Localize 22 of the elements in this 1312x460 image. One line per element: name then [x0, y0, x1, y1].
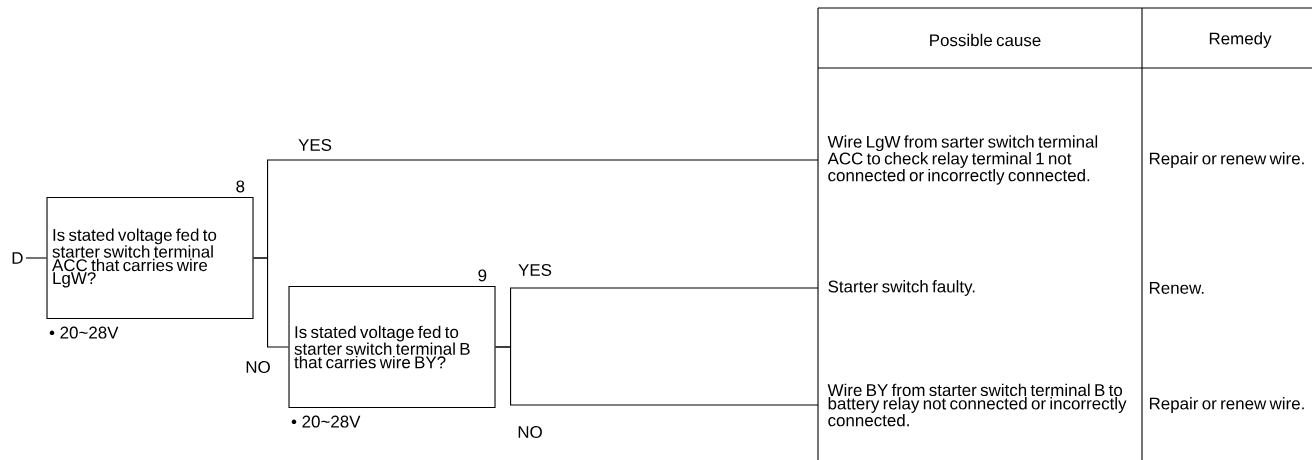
question-box: Is stated voltage fed to starter switch terminal ACC that carries wire LgW?	[46, 196, 254, 320]
voltage-note: • 20~28V	[49, 326, 119, 339]
edge-label: NO	[516, 425, 544, 439]
cause-cell: Wire LgW from sarter switch terminal ACC to check relay terminal 1 not connected or incorrectly connected.	[827, 135, 1098, 185]
connector-line	[495, 346, 819, 406]
step-number: 8	[236, 180, 245, 193]
column-header: Remedy	[1209, 32, 1272, 48]
voltage-note: • 20~28V	[291, 415, 361, 428]
node-label: D	[12, 252, 23, 264]
cause-cell: Wire BY from starter switch terminal B to battery relay not connected or incorrectly connected.	[827, 383, 1127, 427]
remedy-text: Renew.	[1149, 282, 1204, 294]
connector-line	[25, 257, 47, 259]
cause-cell: Starter switch faulty.	[828, 280, 975, 296]
question-box: Is stated voltage fed to starter switch terminal B that carries wire BY?	[288, 285, 496, 409]
step-number: 9	[478, 269, 487, 282]
remedy-text: Repair or renew wire.	[1149, 152, 1304, 168]
edge-label: YES	[517, 263, 553, 277]
edge-label: YES	[297, 138, 333, 152]
connector-line	[253, 257, 289, 348]
column-header: Possible cause	[930, 33, 1041, 47]
remedy-text: Repair or renew wire.	[1149, 397, 1304, 413]
edge-label: NO	[244, 360, 272, 374]
